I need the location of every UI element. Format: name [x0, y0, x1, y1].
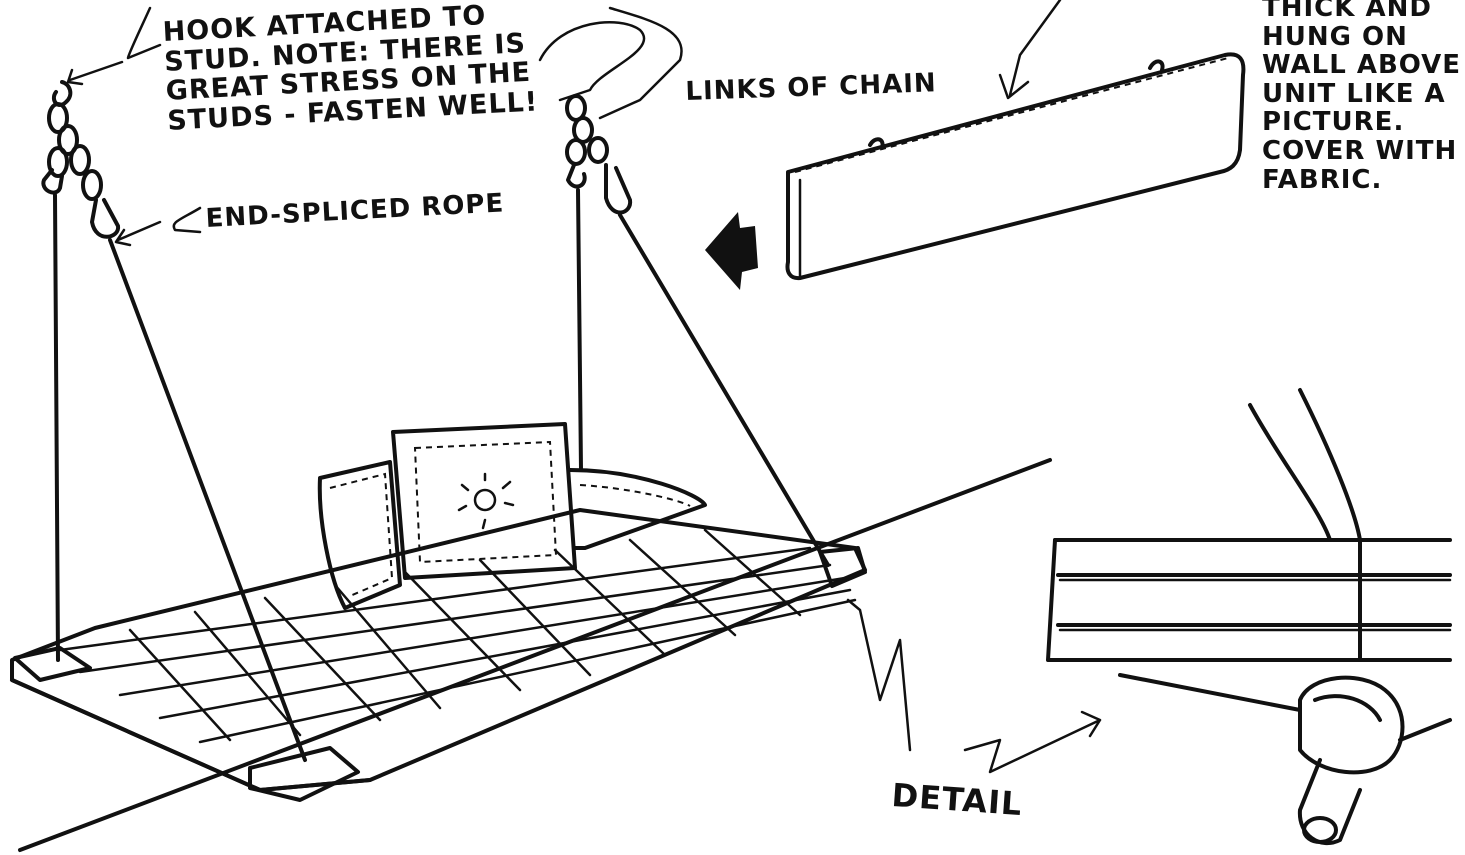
- floor-line: [18, 458, 1052, 852]
- board-label: Thick and hung on wall above unit like a…: [1262, 0, 1462, 195]
- left-vertical-rope: [53, 193, 60, 662]
- right-diagonal-rope: [618, 213, 830, 567]
- left-arrow-icon: [705, 212, 758, 290]
- chain-pointer-2: [598, 6, 683, 120]
- rope-pointer: [172, 206, 202, 234]
- pillows: [317, 422, 707, 610]
- sun-icon: [457, 472, 515, 530]
- hook-pointer-arrow: [66, 60, 124, 86]
- wall-board: [785, 52, 1246, 281]
- left-chain: [41, 80, 120, 239]
- rope-pointer-arrow: [114, 220, 162, 247]
- bed-platform: [10, 508, 867, 802]
- detail-pointer: [963, 710, 1102, 774]
- rope-knot-icon: [1297, 675, 1452, 846]
- platform-pointer: [846, 598, 912, 752]
- detail-view: [1046, 388, 1452, 712]
- board-pointer: [998, 0, 1062, 100]
- hook-pointer: [126, 6, 162, 60]
- right-vertical-rope: [576, 188, 583, 472]
- left-diagonal-rope: [108, 238, 307, 762]
- chain-pointer: [538, 20, 646, 102]
- hook-note-label: Hook attached to stud. Note: there is gr…: [161, 0, 539, 137]
- right-chain: [565, 94, 633, 215]
